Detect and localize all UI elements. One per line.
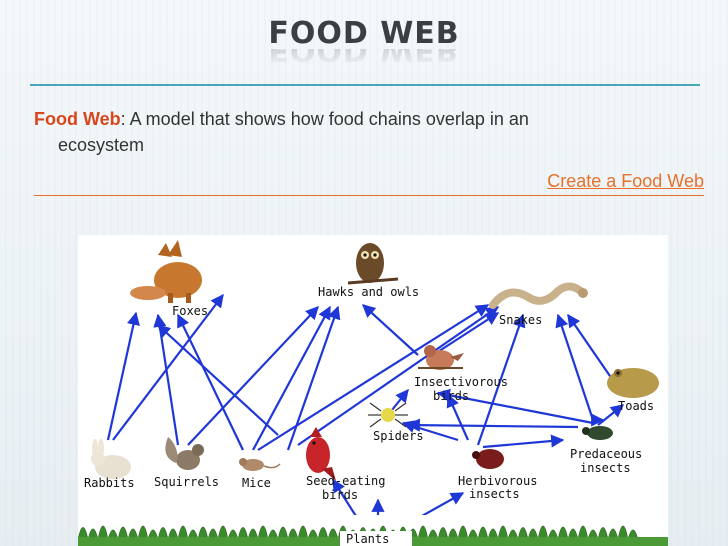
title-divider	[30, 84, 700, 86]
fox-icon	[130, 240, 202, 303]
toad-icon	[607, 368, 659, 398]
arrow-seed-foxes	[157, 324, 279, 436]
arrow-mice-hawks	[252, 305, 331, 451]
arrow-predaceous-snakes	[555, 313, 595, 421]
arrow-herbivorous-insectivorous	[446, 393, 470, 441]
label-squirrels: Squirrels	[154, 475, 219, 489]
bug-icon	[472, 449, 504, 469]
owl-icon	[347, 243, 399, 285]
label-herbivorous-1: Herbivorous	[458, 474, 537, 488]
plants-label-bg	[340, 531, 412, 546]
label-herbivorous-2: insects	[469, 487, 520, 501]
label-snakes: Snakes	[499, 313, 542, 327]
feeding-arrows	[106, 293, 625, 536]
label-insectivorous-2: birds	[433, 389, 469, 403]
beetle-icon	[582, 426, 613, 440]
arrow-seed-snakes	[297, 306, 500, 446]
mouse-icon	[239, 458, 281, 471]
slide-title-reflection: FOOD WEB	[268, 49, 460, 67]
label-plants: Plants	[346, 532, 389, 546]
arrow-seed-hawks	[286, 305, 341, 451]
arrow-herbivorous-snakes	[476, 313, 526, 446]
squirrel-icon	[165, 437, 204, 470]
link-row: Create a Food Web	[34, 171, 704, 196]
arrow-predaceous-spiders	[406, 418, 579, 432]
definition-continuation: ecosystem	[58, 135, 145, 155]
label-mice: Mice	[242, 476, 271, 490]
arrow-herbivorous-predaceous	[482, 434, 565, 449]
create-food-web-link[interactable]: Create a Food Web	[547, 171, 704, 191]
food-web-svg: Foxes Hawks and owls Snakes Insectivorou…	[78, 240, 668, 546]
label-toads: Toads	[618, 399, 654, 413]
food-web-diagram: Foxes Hawks and owls Snakes Insectivorou…	[78, 235, 668, 546]
spider-icon	[368, 402, 408, 428]
label-insectivorous-1: Insectivorous	[414, 375, 508, 389]
label-foxes: Foxes	[172, 304, 208, 318]
slide-title: FOOD WEB	[268, 16, 460, 51]
label-predaceous-1: Predaceous	[570, 447, 642, 461]
arrow-mice-foxes	[177, 313, 244, 451]
snake-icon	[489, 282, 588, 309]
label-rabbits: Rabbits	[84, 476, 135, 490]
label-hawks: Hawks and owls	[318, 285, 419, 299]
arrow-squirrels-hawks	[187, 306, 319, 446]
arrow-predaceous-toads	[597, 404, 625, 426]
label-seed-eating-2: birds	[322, 488, 358, 502]
definition-text: Food Web: A model that shows how food ch…	[34, 106, 714, 158]
label-predaceous-2: insects	[580, 461, 631, 475]
bird-icon	[418, 345, 464, 370]
definition-term: Food Web	[34, 109, 121, 129]
rabbit-icon	[91, 439, 131, 479]
cardinal-icon	[306, 427, 336, 481]
label-seed-eating-1: Seed-eating	[306, 474, 385, 488]
arrow-predaceous-insectivorous	[436, 388, 594, 425]
arrow-rabbits-hawks	[112, 293, 224, 441]
arrow-insectivorous-snakes	[432, 312, 500, 356]
definition-body: : A model that shows how food chains ove…	[120, 109, 529, 129]
arrow-rabbits-foxes	[106, 311, 140, 441]
label-spiders: Spiders	[373, 429, 424, 443]
arrow-insectivorous-hawks	[362, 304, 419, 356]
